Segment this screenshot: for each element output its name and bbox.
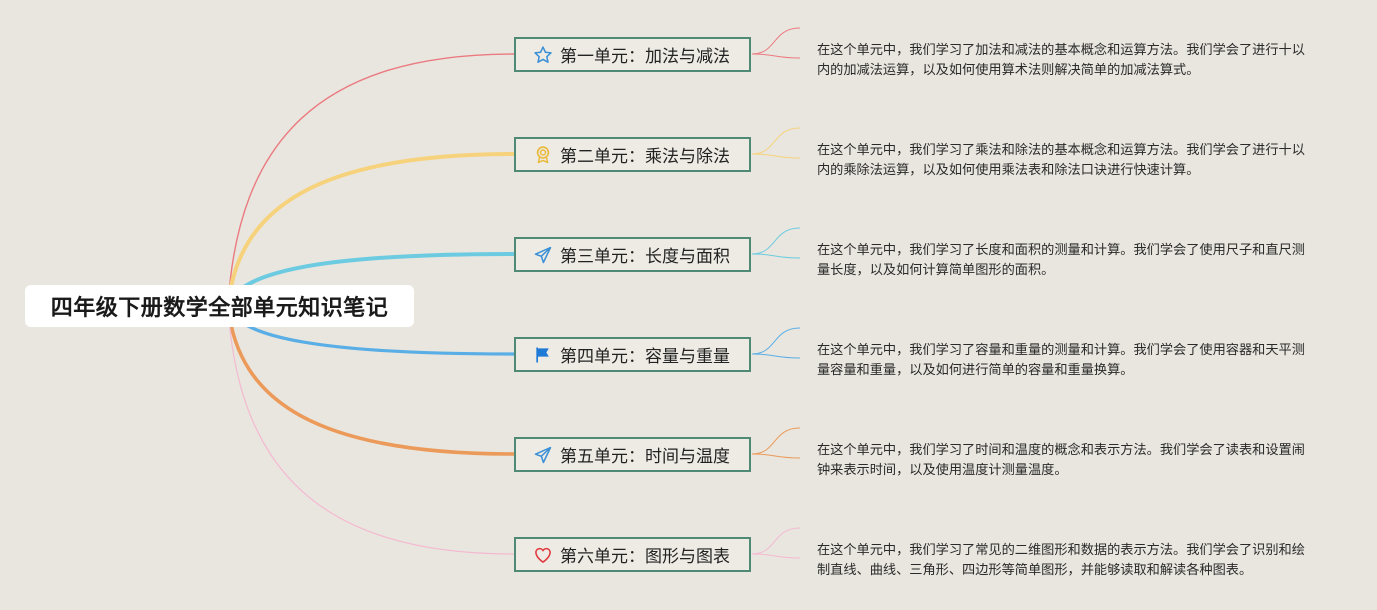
description-connector [751, 27, 801, 55]
heart-icon [532, 544, 554, 566]
unit-description-6: 在这个单元中，我们学习了常见的二维图形和数据的表示方法。我们学会了识别和绘制直线… [817, 543, 1305, 578]
unit-node-6[interactable]: 第六单元：图形与图表 [514, 537, 751, 572]
unit-description-2: 在这个单元中，我们学习了乘法和除法的基本概念和运算方法。我们学会了进行十以内的乘… [817, 143, 1305, 178]
unit-label: 第五单元：时间与温度 [560, 447, 730, 467]
branch-line [227, 305, 515, 555]
unit-description-3: 在这个单元中，我们学习了长度和面积的测量和计算。我们学会了使用尺子和直尺测量长度… [817, 243, 1305, 278]
star-icon [532, 44, 554, 66]
unit-label: 第三单元：长度与面积 [560, 247, 730, 267]
description-connector [751, 427, 801, 455]
description-connector [751, 227, 801, 255]
branch-line [227, 53, 515, 307]
unit-node-4[interactable]: 第四单元：容量与重量 [514, 337, 751, 372]
description-connector [751, 127, 801, 155]
branch-line [226, 152, 516, 308]
paper-plane-icon [532, 244, 554, 266]
unit-node-3[interactable]: 第三单元：长度与面积 [514, 237, 751, 272]
description-connector [751, 253, 801, 259]
description-connector [751, 327, 801, 355]
unit-label: 第一单元：加法与减法 [560, 47, 730, 67]
unit-node-5[interactable]: 第五单元：时间与温度 [514, 437, 751, 472]
unit-label: 第六单元：图形与图表 [560, 547, 730, 567]
description-connector [751, 53, 801, 59]
unit-label: 第二单元：乘法与除法 [560, 147, 730, 167]
paper-plane-icon [532, 444, 554, 466]
root-title: 四年级下册数学全部单元知识笔记 [50, 296, 389, 321]
unit-description-4: 在这个单元中，我们学习了容量和重量的测量和计算。我们学会了使用容器和天平测量容量… [817, 343, 1305, 378]
root-topic[interactable]: 四年级下册数学全部单元知识笔记 [25, 285, 414, 327]
unit-node-1[interactable]: 第一单元：加法与减法 [514, 37, 751, 72]
unit-description-1: 在这个单元中，我们学习了加法和减法的基本概念和运算方法。我们学会了进行十以内的加… [817, 43, 1305, 78]
description-connector [751, 153, 801, 159]
unit-label: 第四单元：容量与重量 [560, 347, 730, 367]
unit-description-5: 在这个单元中，我们学习了时间和温度的概念和表示方法。我们学会了读表和设置闹钟来表… [817, 443, 1305, 478]
description-connector [751, 527, 801, 555]
description-connector [751, 453, 801, 459]
branch-line [226, 304, 516, 456]
flag-icon [532, 344, 554, 366]
description-connector [751, 353, 801, 359]
description-connector [751, 553, 801, 559]
award-icon [532, 144, 554, 166]
unit-node-2[interactable]: 第二单元：乘法与除法 [514, 137, 751, 172]
